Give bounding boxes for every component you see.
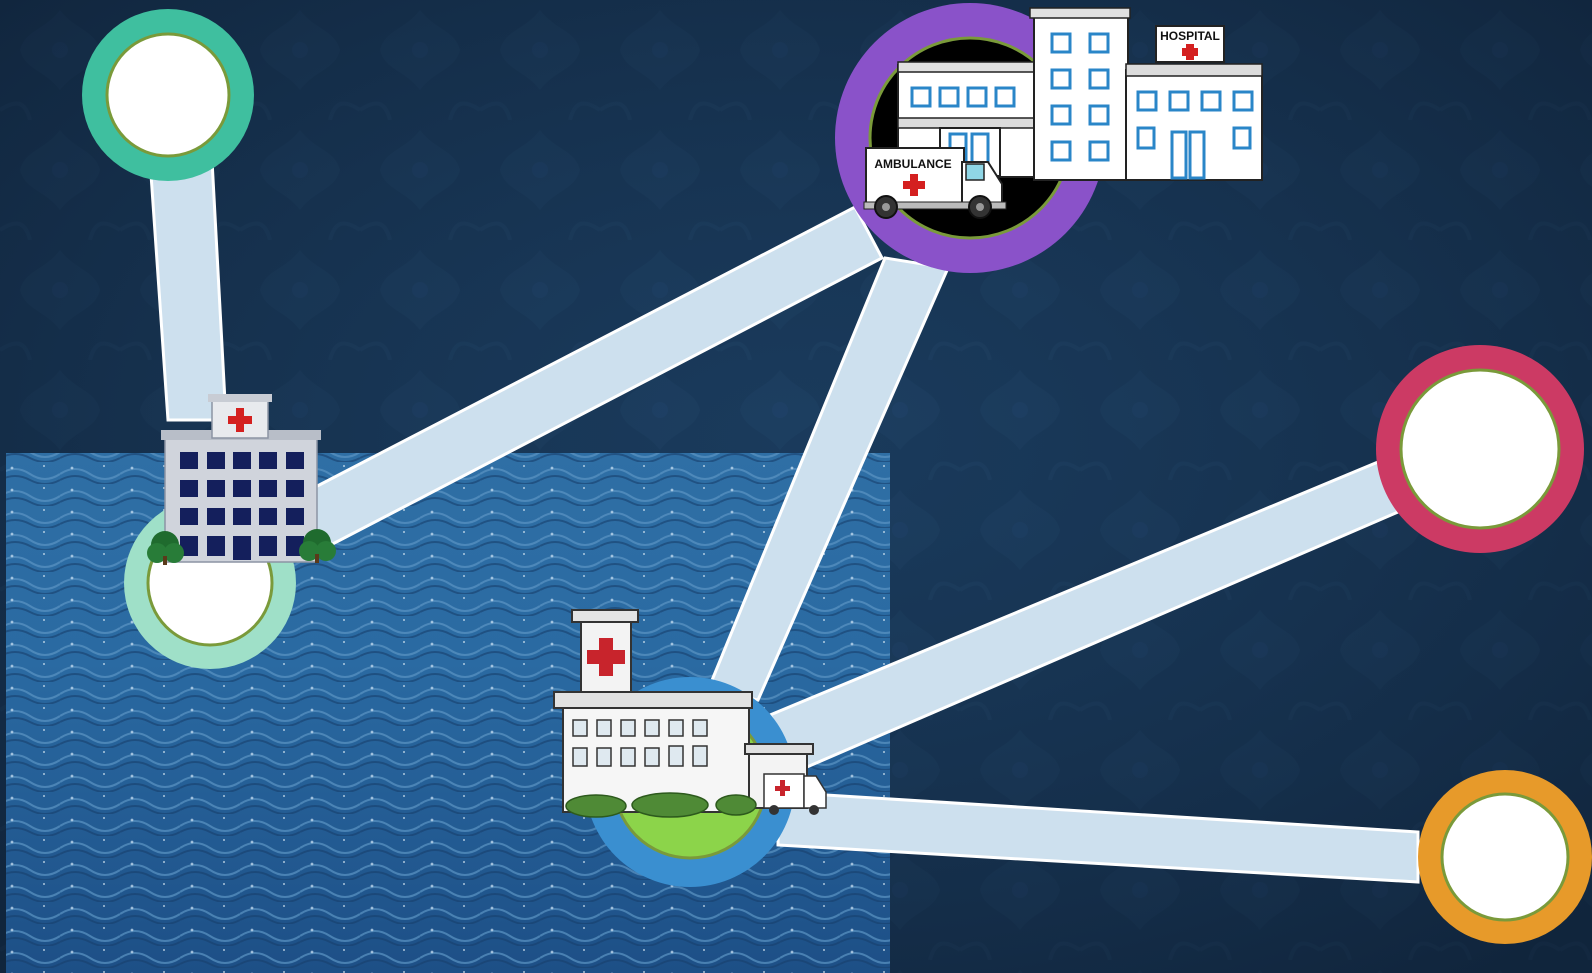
hospital-sign-text: HOSPITAL [1160,29,1220,43]
ambulance-label-text: AMBULANCE [874,157,951,171]
node-orange-bottom-right [1418,770,1592,944]
node-teal-top-left [82,9,254,181]
connectors [148,158,1420,884]
hospital-building-icon: HOSPITAL [897,7,1263,181]
node-crimson-right [1376,345,1584,553]
hospital-sketch-icon [553,609,827,818]
hospital-tower-icon [147,394,336,565]
ambulance-icon: AMBULANCE [863,147,1007,219]
